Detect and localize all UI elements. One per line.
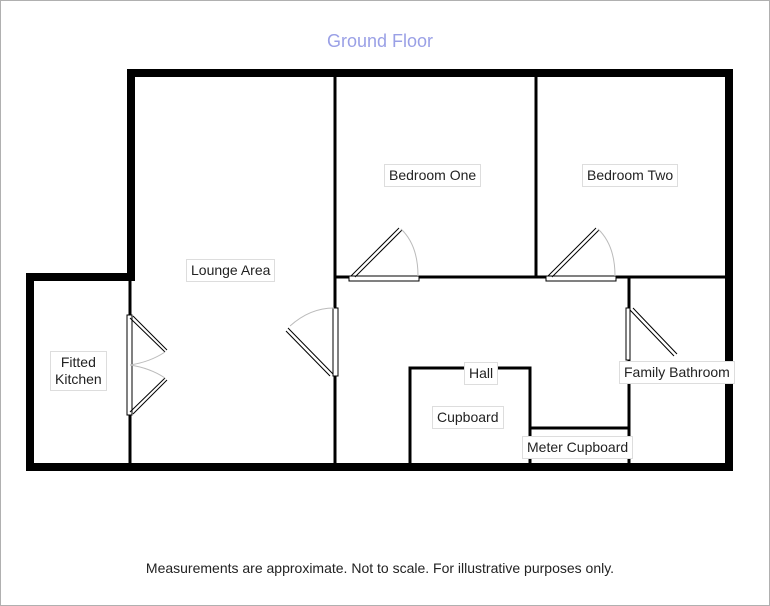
kitchen-line-1: Fitted (60, 354, 96, 370)
floor-title: Ground Floor (326, 31, 434, 51)
room-label-meter-cupboard: Meter Cupboard (522, 436, 634, 459)
room-label-kitchen: Fitted Kitchen (50, 351, 107, 391)
doors (126, 227, 678, 416)
room-label-bedroom-two: Bedroom Two (582, 164, 679, 187)
room-label-lounge: Lounge Area (186, 259, 276, 282)
room-label-family-bathroom: Family Bathroom (619, 361, 735, 384)
outer-walls (26, 69, 733, 471)
kitchen-line-2: Kitchen (55, 371, 102, 387)
disclaimer: Measurements are approximate. Not to sca… (145, 560, 615, 576)
room-label-hall: Hall (464, 362, 499, 385)
room-label-bedroom-one: Bedroom One (384, 164, 482, 187)
room-label-cupboard: Cupboard (432, 406, 504, 429)
